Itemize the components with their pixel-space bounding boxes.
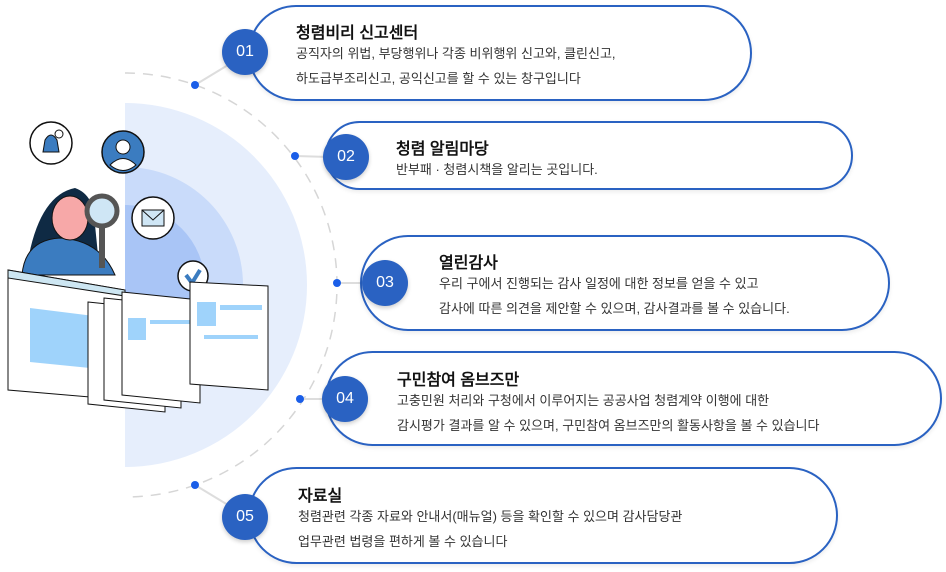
card-title: 열린감사	[439, 255, 498, 272]
desc-line: 감사에 따른 의견을 제안할 수 있으며, 감사결과를 볼 수 있습니다.	[439, 301, 790, 316]
card-archive[interactable]	[248, 467, 838, 564]
desc-line: 하도급부조리신고, 공익신고를 할 수 있는 창구입니다	[296, 71, 581, 86]
connector-dot	[333, 279, 341, 287]
card-description: 공직자의 위법, 부당행위나 각종 비위행위 신고와, 클린신고, 하도급부조리신…	[296, 41, 616, 91]
card-ombudsman[interactable]	[325, 351, 942, 446]
card-title: 자료실	[298, 488, 343, 505]
number-badge: 05	[222, 494, 268, 540]
mail-icon	[131, 196, 175, 240]
card-title: 구민참여 옴브즈만	[397, 372, 520, 389]
number-badge: 01	[222, 29, 268, 75]
card-title: 청렴 알림마당	[396, 141, 489, 158]
card-open-audit[interactable]	[360, 235, 890, 331]
person-with-magnifier	[21, 188, 120, 276]
card-title: 청렴비리 신고센터	[296, 25, 419, 42]
desc-line: 반부패 · 청렴시책을 알리는 곳입니다.	[396, 162, 598, 177]
number-badge: 04	[322, 376, 368, 422]
desc-line: 감시평가 결과를 알 수 있으며, 구민참여 옴브즈만의 활동사항을 볼 수 있…	[397, 418, 820, 433]
card-description: 반부패 · 청렴시책을 알리는 곳입니다.	[396, 157, 598, 182]
desc-line: 우리 구에서 진행되는 감사 일정에 대한 정보를 얻을 수 있고	[439, 276, 759, 291]
desc-line: 청렴관련 각종 자료와 안내서(매뉴얼) 등을 확인할 수 있으며 감사담당관	[298, 509, 683, 524]
number-badge: 02	[323, 134, 369, 180]
bell-icon	[29, 121, 73, 165]
document-page	[87, 281, 269, 413]
card-notice[interactable]	[325, 121, 853, 190]
desc-line: 고충민원 처리와 구청에서 이루어지는 공공사업 청렴계약 이행에 대한	[397, 393, 770, 408]
user-icon	[101, 130, 145, 174]
connector-dot	[191, 481, 199, 489]
desc-line: 업무관련 법령을 편하게 볼 수 있습니다	[298, 534, 508, 549]
number-badge: 03	[362, 260, 408, 306]
connector-dot	[291, 152, 299, 160]
connector-dot	[191, 81, 199, 89]
desc-line: 공직자의 위법, 부당행위나 각종 비위행위 신고와, 클린신고,	[296, 46, 616, 61]
connector-dot	[296, 395, 304, 403]
